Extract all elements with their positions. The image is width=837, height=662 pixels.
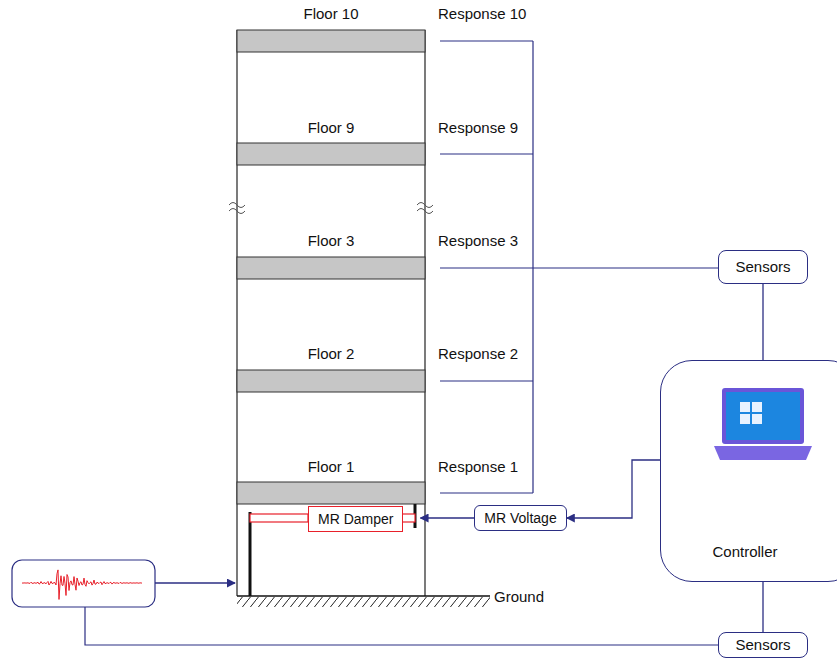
earthquake-record bbox=[22, 570, 142, 600]
response-label: Response 2 bbox=[438, 345, 518, 363]
response-wire bbox=[440, 40, 533, 41]
node-text: MR Damper bbox=[308, 506, 403, 532]
floor-slab bbox=[237, 257, 425, 279]
response-wire bbox=[440, 492, 533, 493]
ground-line bbox=[237, 597, 490, 607]
floor-label: Floor 1 bbox=[308, 458, 355, 476]
laptop-icon bbox=[714, 388, 812, 460]
break-symbol bbox=[229, 203, 245, 208]
laptop-icon bbox=[740, 402, 750, 412]
ground-line bbox=[237, 596, 490, 607]
earthquake-record bbox=[85, 607, 718, 645]
floor-slab bbox=[237, 143, 425, 165]
node-text: Sensors bbox=[735, 636, 790, 654]
floor-slab bbox=[237, 30, 425, 504]
signal-connector bbox=[762, 582, 763, 632]
signal-connector bbox=[762, 284, 763, 360]
sensor-box: Sensors bbox=[718, 632, 808, 658]
node-text: Sensors bbox=[735, 258, 790, 276]
earthquake-record bbox=[12, 560, 155, 607]
break-symbol bbox=[417, 209, 433, 214]
damper-rod bbox=[250, 514, 308, 522]
break-symbol bbox=[229, 209, 245, 214]
laptop-icon bbox=[752, 402, 762, 412]
floor-label: Floor 3 bbox=[308, 232, 355, 250]
floor-slab bbox=[237, 30, 425, 52]
response-label: Response 9 bbox=[438, 119, 518, 137]
controller-box: Controller bbox=[660, 360, 837, 582]
response-label: Response 3 bbox=[438, 232, 518, 250]
laptop-icon bbox=[726, 392, 800, 440]
building-columns bbox=[237, 30, 425, 596]
response-wire bbox=[440, 380, 533, 381]
signal-connector bbox=[567, 460, 660, 518]
response-wire bbox=[440, 267, 718, 268]
laptop-icon bbox=[714, 446, 812, 460]
damper-post bbox=[249, 512, 252, 596]
ground-label: Ground bbox=[494, 588, 544, 606]
laptop-icon bbox=[722, 388, 804, 444]
earthquake-record bbox=[12, 560, 718, 645]
floor-slab bbox=[237, 482, 425, 504]
laptop-icon bbox=[752, 414, 762, 424]
floor-slab bbox=[237, 370, 425, 392]
response-label: Response 1 bbox=[438, 458, 518, 476]
damper-box: MR Damper bbox=[250, 502, 420, 536]
signal-connector bbox=[420, 517, 474, 518]
response-wire bbox=[440, 41, 718, 493]
laptop-icon bbox=[740, 414, 750, 424]
response-wire bbox=[532, 41, 533, 493]
building-columns bbox=[236, 30, 237, 596]
floor-label: Floor 10 bbox=[303, 5, 358, 23]
ground-line bbox=[237, 595, 490, 597]
building-columns bbox=[424, 30, 425, 596]
response-wire bbox=[440, 153, 533, 154]
voltage-box: MR Voltage bbox=[474, 505, 566, 531]
damper-post bbox=[250, 504, 415, 596]
earthquake-record bbox=[155, 582, 235, 584]
break-symbol bbox=[417, 203, 433, 208]
node-text: Controller bbox=[712, 543, 777, 561]
floor-label: Floor 2 bbox=[308, 345, 355, 363]
break-symbol bbox=[229, 203, 433, 214]
sensor-box: Sensors bbox=[718, 250, 808, 284]
response-label: Response 10 bbox=[438, 5, 526, 23]
node-text: MR Voltage bbox=[484, 509, 556, 527]
floor-label: Floor 9 bbox=[308, 119, 355, 137]
